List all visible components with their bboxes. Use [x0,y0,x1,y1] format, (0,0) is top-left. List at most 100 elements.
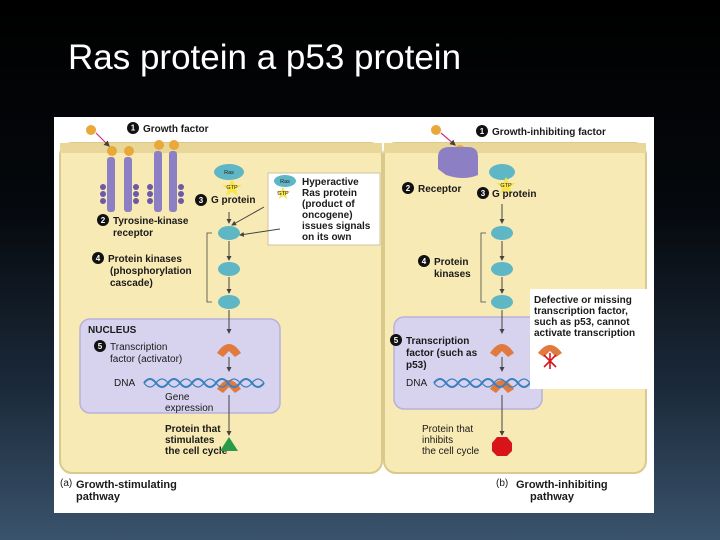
diagram-label: expression [165,403,213,414]
diagram-label: GTP [277,191,289,197]
kinase-cascade [206,212,240,334]
growth-inhibiting-factor-label: Growth-inhibiting factor [492,127,606,138]
slide-title: Ras protein a p53 protein [68,38,462,77]
step-2-badge [97,214,109,226]
diagram-label: Hyperactive [302,177,359,188]
diagram-label: Transcription [110,342,167,353]
membrane-a [60,143,382,153]
step-4-badge [92,252,104,264]
gtp-star [222,179,242,196]
diagram-label: 3 [481,189,486,198]
defective-p53 [538,345,562,357]
diagram-label: 3 [199,196,204,205]
step-4-badge [418,255,430,267]
diagram-label: G protein [492,189,536,200]
diagram-label: oncogene) [302,210,353,221]
diagram-label: receptor [113,228,153,239]
diagram-label: the cell cycle [165,446,228,457]
inhibiting-factor-molecule [431,125,441,135]
diagram-label: Ras protein [302,188,357,199]
diagram-label: (b) [496,478,508,489]
step-5-badge [390,334,402,346]
step-3-badge [195,194,207,206]
diagram-label: 5 [394,336,399,345]
diagram-label: Gene [165,392,190,403]
diagram-label: inhibits [422,435,453,446]
membrane-b [384,143,646,153]
diagram-label: Protein that [165,424,221,435]
diagram-label: pathway [76,491,121,503]
diagram-label: Ras [224,170,234,176]
diagram-label: 4 [96,254,101,263]
growth-factor-molecule [154,140,164,150]
diagram-label: Protein [434,257,468,268]
diagram-label: Tyrosine-kinase [113,216,189,227]
inhibiting-protein [492,437,512,456]
transcription-activator-bound [217,380,241,393]
diagram-label: Receptor [418,184,461,195]
defect-mark-icon [543,353,557,369]
diagram-label: p53) [406,360,427,371]
diagram-label: 4 [422,257,427,266]
caption-b: Growth-inhibiting [516,479,608,491]
protein-kinase [218,262,240,276]
diagram-label: 5 [98,342,103,351]
panel-a: 1 Growth factor Ras GTP 3 G protein 2 Ty… [59,122,383,503]
growth-factor-molecule [169,140,179,150]
diagram-label: factor (such as [406,348,478,359]
diagram-label: factor (activator) [110,354,182,365]
caption-a: Growth-stimulating [76,479,177,491]
protein-kinase [218,295,240,309]
diagram-label: activate transcription [534,328,635,339]
g-protein-b [489,164,515,180]
g-protein-label: G protein [211,195,255,206]
ras-protein [214,164,244,180]
transcription-factor-p53 [490,344,514,357]
step-1-badge [127,122,139,134]
pathway-figure: 1 Growth factor Ras GTP 3 G protein 2 Ty… [54,117,654,513]
diagram-label: 1 [480,127,485,136]
protein-kinase [218,226,240,240]
diagram-label: stimulates [165,435,215,446]
transcription-activator [217,344,241,357]
diagram-label: 2 [406,184,411,193]
diagram-label: Ras [280,179,290,185]
dna-label: DNA [114,378,135,389]
nucleus-label: NUCLEUS [88,325,137,336]
nucleus-a [79,318,281,414]
diagram-label: the cell cycle [422,446,480,457]
tyrosine-kinase-receptor [100,151,184,212]
diagram-label: on its own [302,232,351,243]
protein-kinase [491,226,513,240]
stimulating-protein [220,437,238,451]
growth-factor-molecule [124,146,134,156]
receptor-b [438,147,478,178]
diagram-label: (phosphorylation [110,266,192,277]
diagram-label: Transcription [406,336,469,347]
diagram-label: (product of [302,199,355,210]
protein-kinase [491,262,513,276]
diagram-label: Defective or missing [534,295,632,306]
growth-factor-label: Growth factor [143,124,209,135]
step-2-badge [402,182,414,194]
growth-factor-molecule [107,146,117,156]
diagram-label: transcription factor, [534,306,628,317]
protein-kinase [491,295,513,309]
diagram-label: Protein that [422,424,473,435]
diagram-label: pathway [530,491,575,503]
step-1-badge [476,125,488,137]
diagram-label: GTP [500,183,512,189]
diagram-label: 1 [131,124,136,133]
diagram-label: issues signals [302,221,371,232]
diagram-label: cascade) [110,278,153,289]
step-3-badge [477,187,489,199]
diagram-label: kinases [434,269,471,280]
diagram-label: (a) [60,478,72,489]
hyperactive-ras [274,175,296,187]
step-5-badge [94,340,106,352]
dna-label: DNA [406,378,427,389]
defect-box [530,289,648,389]
panel-b: 1 Growth-inhibiting factor 2 Receptor GT… [383,125,648,503]
diagram-label: 2 [101,216,106,225]
growth-factor-molecule [86,125,96,135]
